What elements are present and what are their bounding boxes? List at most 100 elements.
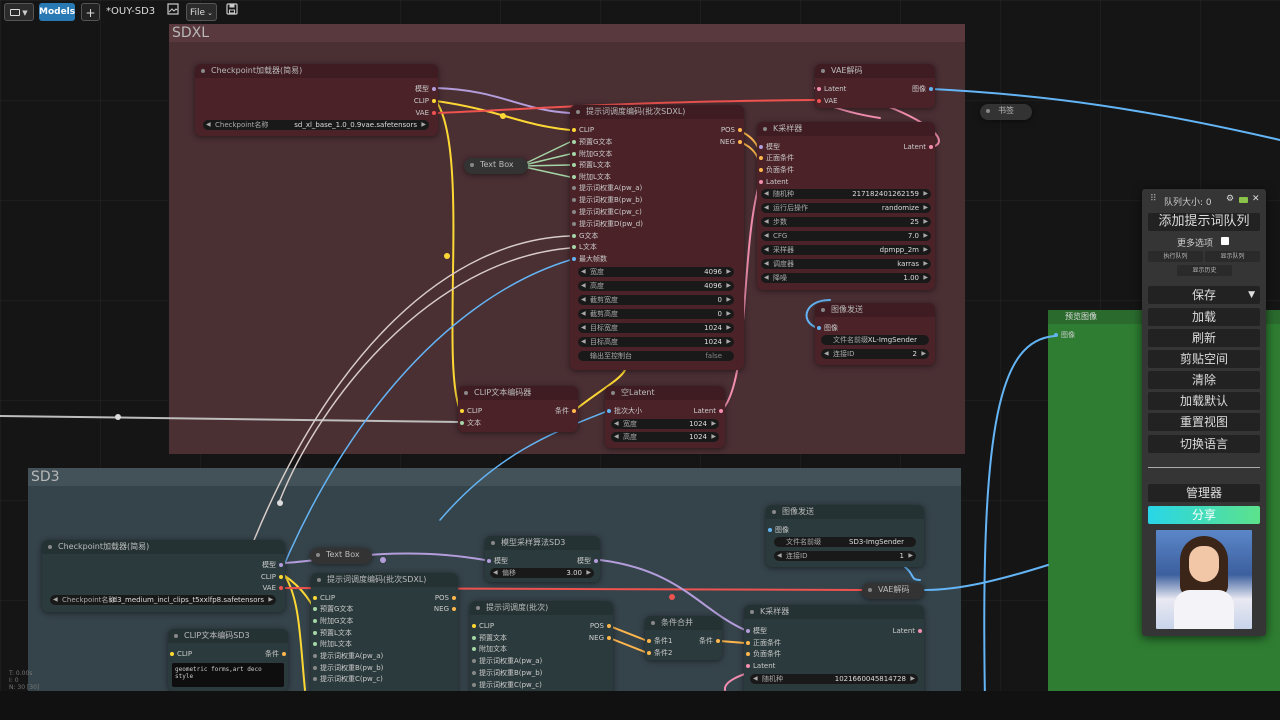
clipenc-sdxl-out-cond[interactable]: 条件 — [555, 406, 578, 416]
save-icon[interactable] — [225, 3, 239, 21]
models-button[interactable]: Models — [39, 3, 75, 21]
prompt-sdxl-in-pw-a[interactable]: 提示词权重A(pw_a) — [570, 183, 642, 193]
checkpoint-loader-sdxl-node[interactable]: Checkpoint加载器(简易) 模型 CLIP VAE Checkpoint… — [195, 64, 438, 136]
queue-prompt-button[interactable]: 添加提示词队列 — [1148, 213, 1260, 231]
prompt-sdxl-out-pos[interactable]: POS — [721, 125, 744, 135]
ckpt-sd3-out-clip[interactable]: CLIP — [261, 572, 285, 582]
ks-sd3-out-latent[interactable]: Latent — [893, 626, 924, 636]
vae-sdxl-in-vae[interactable]: VAE — [815, 96, 838, 106]
chart-icon[interactable] — [1239, 197, 1248, 203]
prompt-sd3-out-pos[interactable]: POS — [435, 593, 458, 603]
prompt-schedule-sdxl-node[interactable]: 提示词调度编码(批次SDXL) CLIP 预置G文本 附加G文本 预置L文本 附… — [570, 105, 744, 370]
ks-sdxl-denoise-widget[interactable]: 降噪1.00 — [761, 273, 931, 283]
prompt-batch-out-neg[interactable]: NEG — [589, 633, 613, 643]
vae-sdxl-in-latent[interactable]: Latent — [815, 84, 846, 94]
prompt-sdxl-in-pre-l[interactable]: 预置L文本 — [570, 160, 611, 170]
ks-sdxl-in-latent[interactable]: Latent — [757, 177, 788, 187]
prompt-sdxl-in-app-l[interactable]: 附加L文本 — [570, 172, 611, 182]
prompt-sd3-in-pre-g[interactable]: 预置G文本 — [311, 604, 353, 614]
k-sampler-sdxl-node[interactable]: K采样器 模型 正面条件 负面条件 Latent Latent 随机种21718… — [757, 122, 935, 290]
imgsend-sdxl-title[interactable]: 图像发送 — [815, 303, 935, 317]
image-icon[interactable] — [166, 3, 180, 21]
prompt-sdxl-in-g[interactable]: G文本 — [570, 231, 598, 241]
clip-text-encoder-sdxl-node[interactable]: CLIP文本编码器 CLIP 文本 条件 — [458, 386, 578, 432]
prompt-sd3-in-pw-c[interactable]: 提示词权重C(pw_c) — [311, 674, 383, 684]
empty-latent-title[interactable]: 空Latent — [605, 386, 725, 400]
sampling-sd3-in-model[interactable]: 模型 — [485, 556, 508, 566]
prompt-sdxl-in-app-g[interactable]: 附加G文本 — [570, 149, 612, 159]
cond-combine-in-c2[interactable]: 条件2 — [645, 648, 672, 658]
new-tab-button[interactable]: + — [81, 3, 100, 21]
ks-sd3-in-latent[interactable]: Latent — [744, 661, 775, 671]
clipenc-sd3-text-area[interactable]: geometric forms,art deco style — [172, 663, 284, 687]
save-button[interactable]: 保存 ▼ — [1148, 286, 1260, 304]
imgsend-sd3-in-image[interactable]: 图像 — [766, 525, 789, 535]
prompt-sdxl-in-pw-c[interactable]: 提示词权重C(pw_c) — [570, 207, 642, 217]
ks-sd3-in-neg[interactable]: 负面条件 — [744, 649, 781, 659]
share-button[interactable]: 分享 — [1148, 506, 1260, 524]
workflow-tab-title[interactable]: *OUY-SD3 — [106, 6, 156, 17]
vae-decode-sdxl-title[interactable]: VAE解码 — [815, 64, 935, 78]
prompt-sdxl-in-pre-g[interactable]: 预置G文本 — [570, 137, 612, 147]
prompt-batch-title[interactable]: 提示词调度(批次) — [470, 601, 613, 615]
prompt-sd3-out-neg[interactable]: NEG — [434, 604, 458, 614]
prompt-sdxl-in-clip[interactable]: CLIP — [570, 125, 594, 135]
vae-decode-sd3-title[interactable]: VAE解码 — [862, 583, 924, 597]
preview-in-image[interactable]: 图像 — [1052, 330, 1075, 340]
imgsend-sdxl-in-image[interactable]: 图像 — [815, 323, 838, 333]
prompt-sdxl-in-pw-d[interactable]: 提示词权重D(pw_d) — [570, 219, 643, 229]
refresh-button[interactable]: 刷新 — [1148, 329, 1260, 347]
text-box-sd3-title[interactable]: Text Box — [310, 548, 372, 562]
text-box-sd3-node[interactable]: Text Box — [310, 548, 372, 564]
prompt-sdxl-out-neg[interactable]: NEG — [720, 137, 744, 147]
bookmark-node[interactable]: 书签 — [980, 104, 1032, 120]
vae-decode-sdxl-node[interactable]: VAE解码 Latent VAE 图像 — [815, 64, 935, 108]
cond-combine-in-c1[interactable]: 条件1 — [645, 636, 672, 646]
imgsend-sd3-title[interactable]: 图像发送 — [766, 505, 924, 519]
model-sampling-sd3-node[interactable]: 模型采样算法SD3 模型 模型 偏移3.00 — [485, 536, 600, 582]
save-dropdown-icon[interactable]: ▼ — [1248, 290, 1255, 300]
sampling-sd3-out-model[interactable]: 模型 — [577, 556, 600, 566]
view-history-button[interactable]: 显示历史 — [1177, 265, 1232, 276]
cond-combine-title[interactable]: 条件合并 — [645, 616, 722, 630]
extra-options-checkbox[interactable] — [1221, 237, 1229, 245]
clip-text-encode-sd3-node[interactable]: CLIP文本编码SD3 CLIP 条件 geometric forms,art … — [168, 629, 288, 691]
prompt-sd3-in-app-l[interactable]: 附加L文本 — [311, 639, 352, 649]
clipenc-sdxl-in-text[interactable]: 文本 — [458, 418, 481, 428]
prompt-schedule-sd3-node[interactable]: 提示词调度编码(批次SDXL) CLIP 预置G文本 附加G文本 预置L文本 附… — [311, 573, 458, 698]
gear-icon[interactable]: ⚙ — [1226, 194, 1235, 204]
manager-button[interactable]: 管理器 — [1148, 484, 1260, 502]
vae-sdxl-out-image[interactable]: 图像 — [912, 84, 935, 94]
ks-sdxl-in-model[interactable]: 模型 — [757, 142, 780, 152]
prompt-sdxl-title[interactable]: 提示词调度编码(批次SDXL) — [570, 105, 744, 119]
ks-sdxl-in-neg[interactable]: 负面条件 — [757, 165, 794, 175]
queue-menu-panel[interactable]: ⠿ 队列大小: 0 ⚙ ✕ 添加提示词队列 更多选项 执行队列 显示队列 显示历… — [1142, 189, 1266, 636]
clipspace-button[interactable]: 剪贴空间 — [1148, 350, 1260, 368]
prompt-sd3-in-clip[interactable]: CLIP — [311, 593, 335, 603]
prompt-sdxl-in-maxf[interactable]: 最大帧数 — [570, 254, 607, 264]
ckpt-sd3-out-model[interactable]: 模型 — [262, 560, 285, 570]
load-button[interactable]: 加载 — [1148, 308, 1260, 326]
checkpoint-loader-sdxl-title[interactable]: Checkpoint加载器(简易) — [195, 64, 438, 78]
ks-sdxl-in-pos[interactable]: 正面条件 — [757, 153, 794, 163]
cond-combine-out[interactable]: 条件 — [699, 636, 722, 646]
drag-handle-icon[interactable]: ⠿ — [1150, 194, 1157, 204]
prompt-sd3-in-app-g[interactable]: 附加G文本 — [311, 616, 353, 626]
sampling-sd3-shift-widget[interactable]: 偏移3.00 — [490, 568, 594, 578]
file-menu-button[interactable]: File⌄ — [186, 3, 217, 21]
show-queue-button[interactable]: 显示队列 — [1205, 251, 1260, 262]
prompt-batch-in-app[interactable]: 附加文本 — [470, 644, 507, 654]
